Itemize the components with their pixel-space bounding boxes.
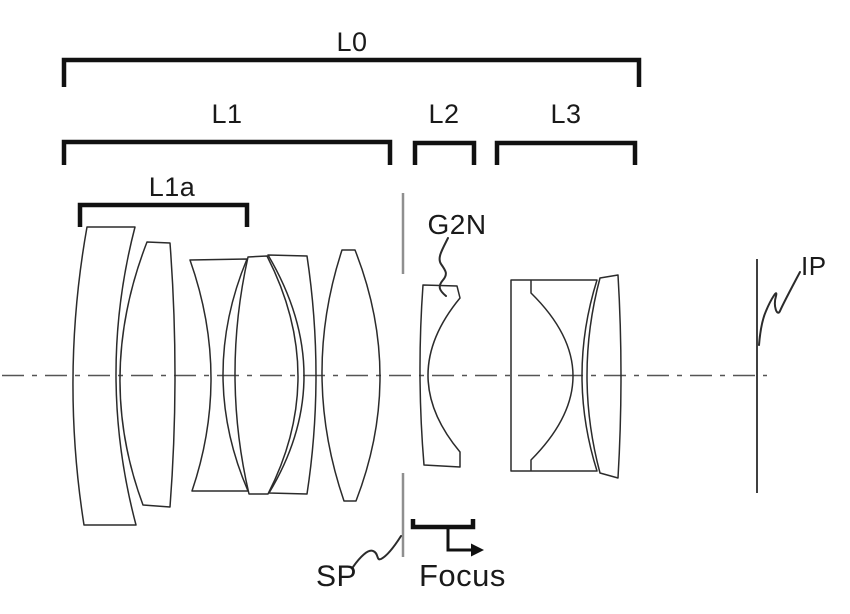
- focus-arrow-stem: [446, 527, 473, 552]
- bracket-l3: [494, 140, 638, 165]
- bracket-l2: [412, 140, 477, 165]
- lens-element-2: [119, 241, 176, 508]
- g2n-leader-squiggle: [438, 237, 449, 297]
- label-g2n: G2N: [427, 209, 487, 240]
- focus-arrow: [410, 519, 484, 557]
- group-brackets: [61, 57, 642, 227]
- lens-element-7-outline: [510, 279, 598, 472]
- ip-leader-squiggle: [758, 271, 801, 346]
- focus-arrowhead: [471, 543, 484, 557]
- lens-element-6: [321, 249, 381, 502]
- bracket-label-l2: L2: [428, 99, 460, 129]
- bracket-label-l1: L1: [211, 99, 243, 129]
- lens-group-l3: [510, 274, 622, 479]
- lens-element-8: [586, 274, 622, 479]
- label-focus: Focus: [419, 558, 506, 593]
- lens-element-1: [72, 226, 137, 526]
- lens-group-l2: [419, 284, 461, 468]
- lens-group-l1: [72, 226, 381, 526]
- sp-leader-squiggle: [352, 535, 402, 568]
- lens-element-5: [267, 254, 317, 495]
- leader-squiggles: [352, 237, 801, 568]
- bracket-l1a: [77, 202, 250, 227]
- label-sp: SP: [316, 560, 358, 593]
- bracket-label-l0: L0: [336, 27, 368, 57]
- lens-element-g2n: [419, 284, 461, 468]
- bracket-l1: [61, 139, 393, 165]
- bracket-l0: [61, 57, 642, 87]
- focus-bracket: [410, 519, 476, 530]
- label-ip: IP: [801, 251, 827, 281]
- bracket-label-l1a: L1a: [148, 172, 196, 202]
- lens-element-4: [234, 255, 299, 495]
- lens-element-7-cemented-surface: [530, 280, 574, 471]
- bracket-label-l3: L3: [550, 99, 582, 129]
